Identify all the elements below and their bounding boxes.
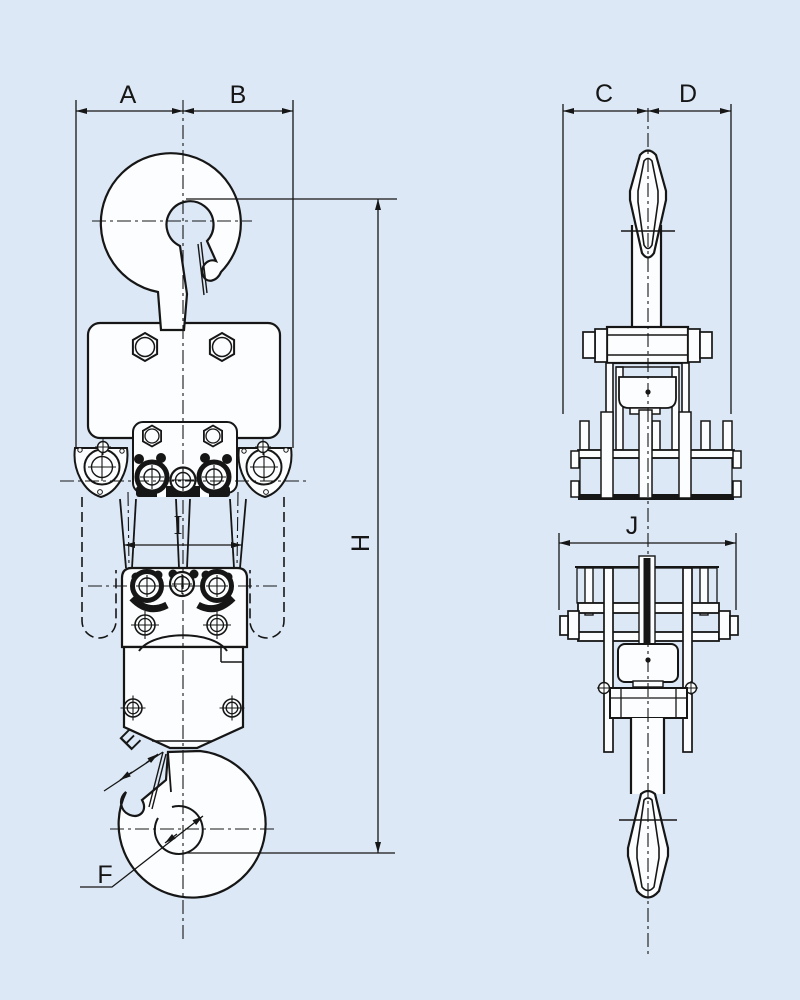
dim-label-i: I <box>174 510 183 540</box>
dim-label-b: B <box>230 81 247 109</box>
dim-label-f: F <box>97 861 112 889</box>
front-centerlines <box>60 100 306 940</box>
dimension-arrow-f2 <box>164 833 178 844</box>
front-dimensions <box>75 100 397 888</box>
dim-label-c: C <box>595 80 613 108</box>
bottom-hook-mouth <box>153 805 204 855</box>
chain-falls <box>81 491 285 639</box>
dimension-arrow-e2 <box>145 753 159 764</box>
top-hook <box>99 152 242 332</box>
hoist-body <box>86 321 282 440</box>
dim-label-d: D <box>679 80 697 108</box>
side-lower-block <box>559 555 739 753</box>
right-wing-plate <box>237 439 293 499</box>
dim-label-h: H <box>347 534 375 552</box>
dim-label-j: J <box>626 512 639 540</box>
side-view: C D J <box>558 80 742 958</box>
side-upper-chain-assembly <box>570 409 742 500</box>
dimension-arrow-e1 <box>119 771 133 781</box>
lower-block <box>120 566 249 750</box>
slack-chain-loop-left <box>81 497 117 639</box>
top-hook-latch <box>197 243 205 296</box>
bottom-hook-latch <box>148 751 164 808</box>
front-view: A B I H E F <box>60 81 397 940</box>
slack-chain-loop-right <box>249 497 285 639</box>
dim-label-a: A <box>120 81 137 109</box>
upper-sheaves <box>134 453 232 497</box>
left-wing-plate <box>73 439 129 499</box>
side-dimensions <box>558 104 737 610</box>
